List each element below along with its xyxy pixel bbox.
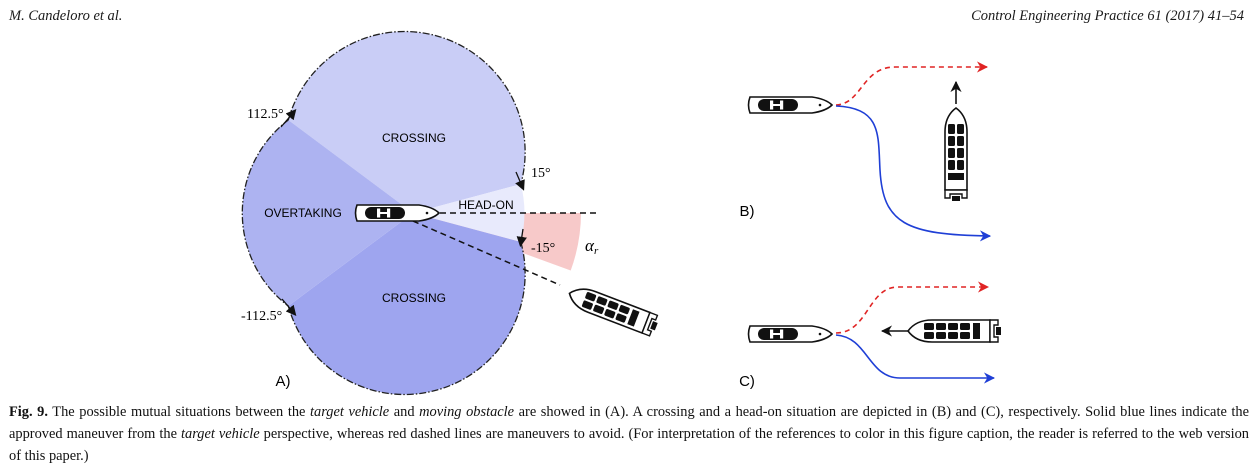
- region-label-crossing-bottom: CROSSING: [382, 291, 446, 305]
- tick-112-icon: [280, 109, 297, 128]
- crossing-top-sector: [288, 31, 526, 213]
- caption-text-4: perspective, whereas red dashed lines ar…: [9, 426, 1249, 464]
- panel-a: CROSSING CROSSING OVERTAKING HEAD-ON 112…: [241, 30, 662, 396]
- encounter-circle-boundary: [241, 30, 526, 396]
- figure-caption: Fig. 9. The possible mutual situations b…: [9, 401, 1249, 467]
- angle-label-15: 15°: [531, 166, 551, 181]
- caption-text-2: and: [389, 404, 420, 420]
- panel-c: C): [739, 281, 1002, 390]
- caption-text-3: are showed in (A). A crossing and a head…: [9, 404, 1249, 442]
- approved-path-c: [835, 334, 996, 384]
- target-vehicle-icon: [354, 204, 440, 222]
- angle-label-m112: -112.5°: [241, 309, 282, 324]
- running-header-authors: M. Candeloro et al.: [9, 8, 123, 24]
- tick-m15-icon: [516, 228, 527, 248]
- caption-term-target-vehicle-2: target vehicle: [181, 426, 260, 442]
- tick-15-icon: [515, 171, 525, 191]
- approved-path-b: [835, 105, 992, 242]
- avoid-path-c: [835, 281, 990, 334]
- angle-label-112: 112.5°: [247, 107, 284, 122]
- angle-label-m15: -15°: [531, 241, 555, 256]
- obstacle-bearing-line: [412, 220, 561, 286]
- head-on-sector: [413, 184, 525, 242]
- target-vehicle-c-icon: [747, 325, 833, 343]
- panel-a-label: A): [276, 373, 291, 390]
- region-label-crossing-top: CROSSING: [382, 131, 446, 145]
- crossing-bottom-sector: [288, 213, 526, 395]
- panel-c-label: C): [739, 373, 755, 390]
- caption-term-target-vehicle: target vehicle: [310, 404, 390, 420]
- avoid-path-b: [835, 61, 989, 106]
- panel-b-label: B): [740, 203, 755, 220]
- target-vehicle-b-icon: [747, 96, 833, 114]
- moving-obstacle-icon: [564, 282, 662, 338]
- caption-term-moving-obstacle: moving obstacle: [419, 404, 515, 420]
- moving-obstacle-c-icon: [907, 319, 1002, 343]
- figure-9: CROSSING CROSSING OVERTAKING HEAD-ON 112…: [241, 30, 1002, 396]
- region-label-head-on: HEAD-ON: [458, 198, 513, 212]
- panel-b: B): [740, 61, 992, 242]
- region-label-overtaking: OVERTAKING: [264, 206, 342, 220]
- moving-obstacle-b-icon: [944, 107, 968, 202]
- caption-text-1: The possible mutual situations between t…: [47, 404, 311, 420]
- overtaking-sector: [242, 120, 413, 306]
- running-header-journal: Control Engineering Practice 61 (2017) 4…: [971, 8, 1244, 24]
- tick-m112-icon: [281, 298, 297, 316]
- caption-fig-label: Fig. 9.: [9, 404, 48, 420]
- alpha-r-label: αr: [585, 236, 599, 257]
